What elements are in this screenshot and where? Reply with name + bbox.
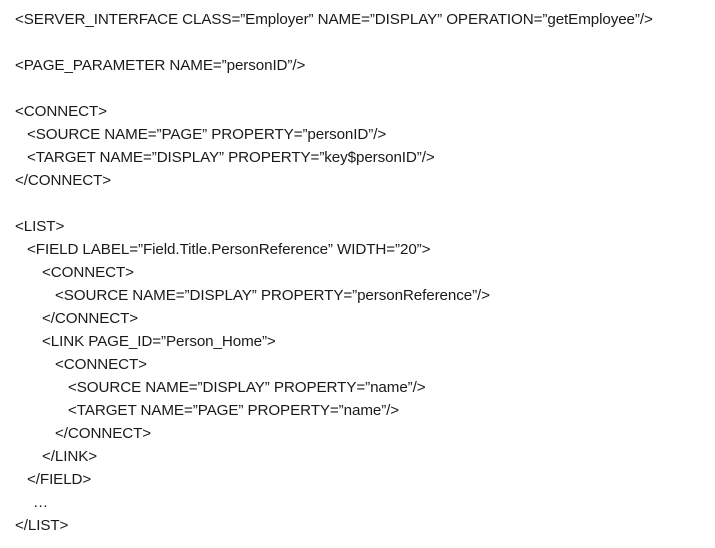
blank-line xyxy=(0,192,715,215)
field-source-line: <SOURCE NAME=”DISPLAY” PROPERTY=”personR… xyxy=(55,287,490,304)
page-parameter-line: <PAGE_PARAMETER NAME=”personID”/> xyxy=(15,57,306,74)
code-listing: <SERVER_INTERFACE CLASS=”Employer” NAME=… xyxy=(0,8,715,537)
connect-open-line: <CONNECT> xyxy=(15,103,107,120)
link-open-line: <LINK PAGE_ID=”Person_Home”> xyxy=(42,333,276,350)
field-open-line: <FIELD LABEL=”Field.Title.PersonReferenc… xyxy=(27,241,431,258)
source-line: <SOURCE NAME=”PAGE” PROPERTY=”personID”/… xyxy=(27,126,387,143)
target-line: <TARGET NAME=”DISPLAY” PROPERTY=”key$per… xyxy=(27,149,435,166)
ellipsis-line: … xyxy=(33,494,49,511)
connect-close-line: </CONNECT> xyxy=(15,172,112,189)
link-connect-open-line: <CONNECT> xyxy=(55,356,147,373)
link-source-line: <SOURCE NAME=”DISPLAY” PROPERTY=”name”/> xyxy=(68,379,426,396)
blank-line xyxy=(0,31,715,54)
link-connect-close-line: </CONNECT> xyxy=(55,425,152,442)
field-close-line: </FIELD> xyxy=(27,471,92,488)
blank-line xyxy=(0,77,715,100)
server-interface-line: <SERVER_INTERFACE CLASS=”Employer” NAME=… xyxy=(15,11,653,28)
link-target-line: <TARGET NAME=”PAGE” PROPERTY=”name”/> xyxy=(68,402,400,419)
list-open-line: <LIST> xyxy=(15,218,65,235)
link-close-line: </LINK> xyxy=(42,448,98,465)
field-connect-close-line: </CONNECT> xyxy=(42,310,139,327)
field-connect-open-line: <CONNECT> xyxy=(42,264,134,281)
list-close-line: </LIST> xyxy=(15,517,69,534)
